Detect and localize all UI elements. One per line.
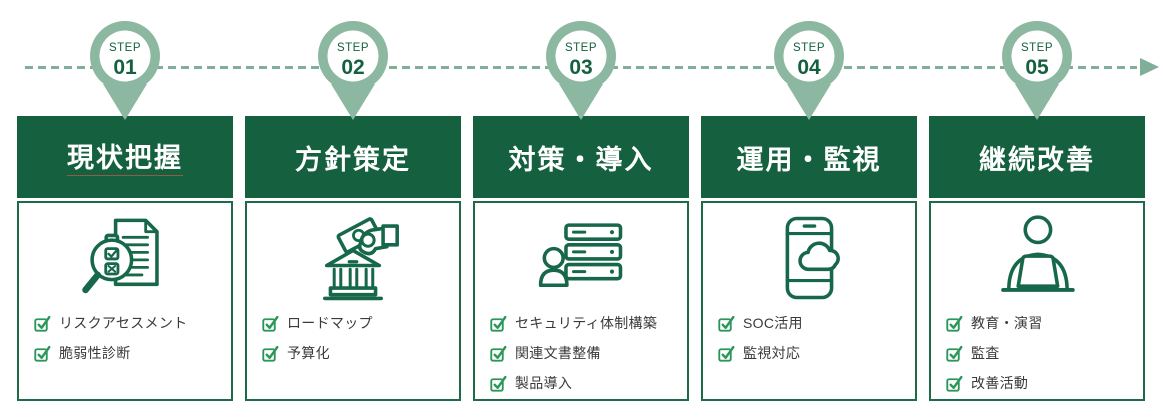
step-column: STEP 01 現状把握 xyxy=(17,18,233,401)
checklist-item: SOC活用 xyxy=(718,313,907,333)
step-card-header: 継続改善 xyxy=(929,116,1145,198)
checklist-item-label: 関連文書整備 xyxy=(515,345,601,361)
checkbox-check-icon xyxy=(946,345,963,362)
checkbox-check-icon xyxy=(490,345,507,362)
checklist-item-label: SOC活用 xyxy=(743,315,803,331)
checklist-item: 監視対応 xyxy=(718,343,907,363)
step-title: 現状把握 xyxy=(67,139,183,176)
checklist: 教育・演習 監査 改善活動 xyxy=(931,313,1143,393)
checklist-item: 改善活動 xyxy=(946,373,1135,393)
step-number: 02 xyxy=(341,56,364,79)
step-card-body: 教育・演習 監査 改善活動 xyxy=(929,201,1145,401)
checklist-item-label: 教育・演習 xyxy=(971,315,1043,331)
checklist-item: 予算化 xyxy=(262,343,451,363)
checkbox-check-icon xyxy=(34,315,51,332)
servers-person-icon xyxy=(538,223,623,288)
step-icon-slot xyxy=(703,209,915,307)
step-marker-pin-icon: STEP 05 xyxy=(1002,21,1072,120)
timeline-arrow-icon xyxy=(1140,58,1159,76)
step-card-header: 現状把握 xyxy=(17,116,233,198)
checklist-item-label: 脆弱性診断 xyxy=(59,345,131,361)
step-card-header: 対策・導入 xyxy=(473,116,689,198)
checklist-item: 監査 xyxy=(946,343,1135,363)
step-title: 継続改善 xyxy=(979,144,1095,175)
checklist-item: 脆弱性診断 xyxy=(34,343,223,363)
step-icon-slot xyxy=(475,209,687,307)
checkbox-check-icon xyxy=(262,345,279,362)
checklist: セキュリティ体制構築 関連文書整備 製品導入 xyxy=(475,313,687,393)
step-column: STEP 04 運用・監視 xyxy=(701,18,917,401)
step-card-body: ロードマップ 予算化 xyxy=(245,201,461,401)
step-label: STEP xyxy=(109,42,141,54)
checkbox-check-icon xyxy=(718,315,735,332)
step-card: 現状把握 xyxy=(17,116,233,401)
step-marker-pin-icon: STEP 03 xyxy=(546,21,616,120)
step-number: 04 xyxy=(797,56,821,79)
checklist-item: 製品導入 xyxy=(490,373,679,393)
step-title: 運用・監視 xyxy=(736,144,882,175)
checklist-item-label: リスクアセスメント xyxy=(59,315,188,331)
step-icon-slot xyxy=(19,209,231,307)
person-laptop-icon xyxy=(1001,215,1075,292)
step-number: 05 xyxy=(1025,56,1049,79)
step-card-body: SOC活用 監視対応 xyxy=(701,201,917,401)
checkbox-check-icon xyxy=(946,375,963,392)
phone-cloud-icon xyxy=(785,216,840,300)
step-card-header: 方針策定 xyxy=(245,116,461,198)
step-icon-slot xyxy=(931,209,1143,307)
checklist-item-label: 監査 xyxy=(971,345,1000,361)
step-label: STEP xyxy=(337,42,369,54)
checklist-item: 関連文書整備 xyxy=(490,343,679,363)
step-number: 03 xyxy=(569,56,592,79)
step-column: STEP 05 継続改善 xyxy=(929,18,1145,401)
checklist-item-label: 監視対応 xyxy=(743,345,801,361)
checklist-item-label: セキュリティ体制構築 xyxy=(515,315,658,331)
bank-investment-icon xyxy=(323,217,399,301)
checklist-item: リスクアセスメント xyxy=(34,313,223,333)
step-card: 対策・導入 xyxy=(473,116,689,401)
step-label: STEP xyxy=(1021,42,1053,54)
checklist-item-label: 改善活動 xyxy=(971,375,1029,391)
step-label: STEP xyxy=(793,42,825,54)
checklist: SOC活用 監視対応 xyxy=(703,313,915,363)
step-label: STEP xyxy=(565,42,597,54)
checkbox-check-icon xyxy=(262,315,279,332)
step-card-body: リスクアセスメント 脆弱性診断 xyxy=(17,201,233,401)
checklist-item: 教育・演習 xyxy=(946,313,1135,333)
step-marker-pin-icon: STEP 04 xyxy=(774,21,844,120)
magnifier-document-icon xyxy=(82,218,159,294)
step-card: 方針策定 xyxy=(245,116,461,401)
checklist-item-label: 予算化 xyxy=(287,345,330,361)
checkbox-check-icon xyxy=(946,315,963,332)
step-column: STEP 02 方針策定 xyxy=(245,18,461,401)
step-title: 対策・導入 xyxy=(508,144,654,175)
step-title: 方針策定 xyxy=(295,144,411,175)
step-column: STEP 03 対策・導入 xyxy=(473,18,689,401)
step-card-body: セキュリティ体制構築 関連文書整備 製品導入 xyxy=(473,201,689,401)
step-card: 継続改善 xyxy=(929,116,1145,401)
checkbox-check-icon xyxy=(490,375,507,392)
checklist-item-label: ロードマップ xyxy=(287,315,373,331)
checkbox-check-icon xyxy=(34,345,51,362)
step-card: 運用・監視 xyxy=(701,116,917,401)
step-number: 01 xyxy=(113,56,137,79)
checkbox-check-icon xyxy=(718,345,735,362)
checklist-item: セキュリティ体制構築 xyxy=(490,313,679,333)
step-marker-pin-icon: STEP 01 xyxy=(90,21,160,120)
step-icon-slot xyxy=(247,209,459,307)
checklist: ロードマップ 予算化 xyxy=(247,313,459,363)
checklist-item-label: 製品導入 xyxy=(515,375,573,391)
steps-row: STEP 01 現状把握 xyxy=(17,18,1145,401)
checklist-item: ロードマップ xyxy=(262,313,451,333)
step-marker-pin-icon: STEP 02 xyxy=(318,21,388,120)
step-card-header: 運用・監視 xyxy=(701,116,917,198)
checkbox-check-icon xyxy=(490,315,507,332)
checklist: リスクアセスメント 脆弱性診断 xyxy=(19,313,231,363)
